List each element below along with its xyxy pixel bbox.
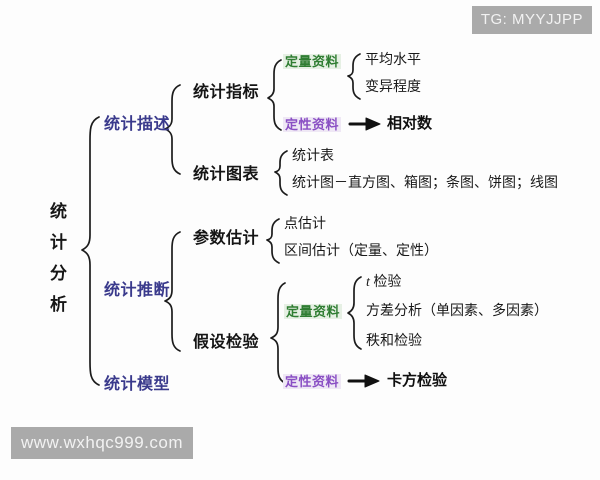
tag-quantitative-data-bottom: 定量资料: [284, 304, 343, 319]
node-statistical-inference: 统计推断: [104, 282, 171, 299]
leaf-rank-sum-test: 秩和检验: [366, 334, 422, 349]
leaf-anova: 方差分析（单因素、多因素）: [366, 304, 548, 319]
leaf-interval-estimate: 区间估计（定量、定性）: [284, 244, 438, 259]
leaf-chi-square-test: 卡方检验: [387, 372, 448, 389]
leaf-variation-degree: 变异程度: [365, 80, 421, 95]
leaf-t-test-label: 检验: [369, 275, 402, 290]
root-char-2: 计: [50, 233, 68, 252]
node-parameter-estimation: 参数估计: [193, 230, 260, 247]
leaf-t-test: t 检验: [366, 276, 401, 290]
node-statistical-charts: 统计图表: [193, 166, 260, 183]
node-statistical-model: 统计模型: [104, 376, 171, 393]
leaf-statistical-graph: 统计图－直方图、箱图；条图、饼图；线图: [292, 176, 558, 191]
tag-qualitative-data-top: 定性资料: [283, 117, 342, 132]
leaf-relative-number: 相对数: [387, 115, 433, 132]
node-statistical-indicator: 统计指标: [193, 84, 260, 101]
leaf-t-test-symbol: t: [366, 275, 370, 290]
node-hypothesis-testing: 假设检验: [193, 334, 260, 351]
root-char-4: 析: [50, 295, 68, 314]
watermark-bottom-left: www.wxhqc999.com: [11, 427, 194, 459]
tag-quantitative-data-top: 定量资料: [283, 54, 342, 69]
leaf-point-estimate: 点估计: [284, 217, 326, 232]
root-char-3: 分: [50, 264, 68, 283]
root-node-statistical-analysis: 统 计 分 析: [42, 196, 76, 320]
leaf-statistical-table: 统计表: [292, 149, 334, 164]
node-statistical-description: 统计描述: [104, 116, 171, 133]
watermark-top-right: TG: MYYJJPP: [471, 6, 592, 34]
leaf-mean-level: 平均水平: [365, 53, 421, 68]
root-char-1: 统: [50, 202, 68, 221]
tag-qualitative-data-bottom: 定性资料: [283, 374, 342, 389]
